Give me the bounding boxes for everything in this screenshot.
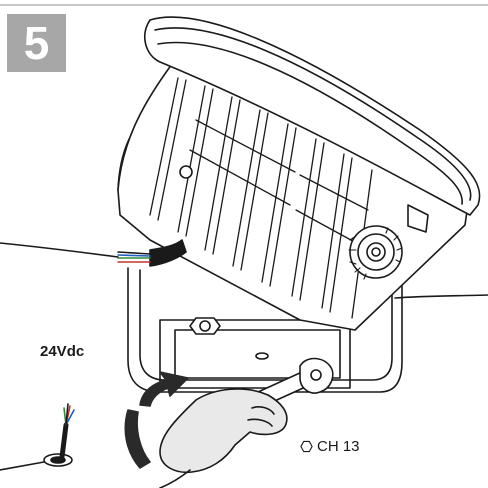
cable-gland [117,239,187,267]
heatsink-fins [149,77,373,319]
wrench [257,357,334,405]
side-screw [179,165,193,179]
front-bezel [144,16,481,216]
hex-wrench-icon [300,440,313,453]
rotation-arrow-icon [124,371,189,469]
supply-cable-end [0,403,75,471]
output-cable [394,294,488,299]
base-hole [255,352,269,360]
tool-size-text: CH 13 [317,438,360,455]
base-plate [159,319,351,389]
base-nut [189,317,221,335]
supply-cable [0,242,119,258]
bracket-inner [139,251,393,381]
pivot-knob [348,225,403,280]
voltage-label: 24Vdc [40,343,85,360]
hand [159,388,288,474]
step-number-badge: 5 [7,14,66,72]
top-rule [0,4,488,6]
tool-size-label: CH 13 [300,438,360,455]
